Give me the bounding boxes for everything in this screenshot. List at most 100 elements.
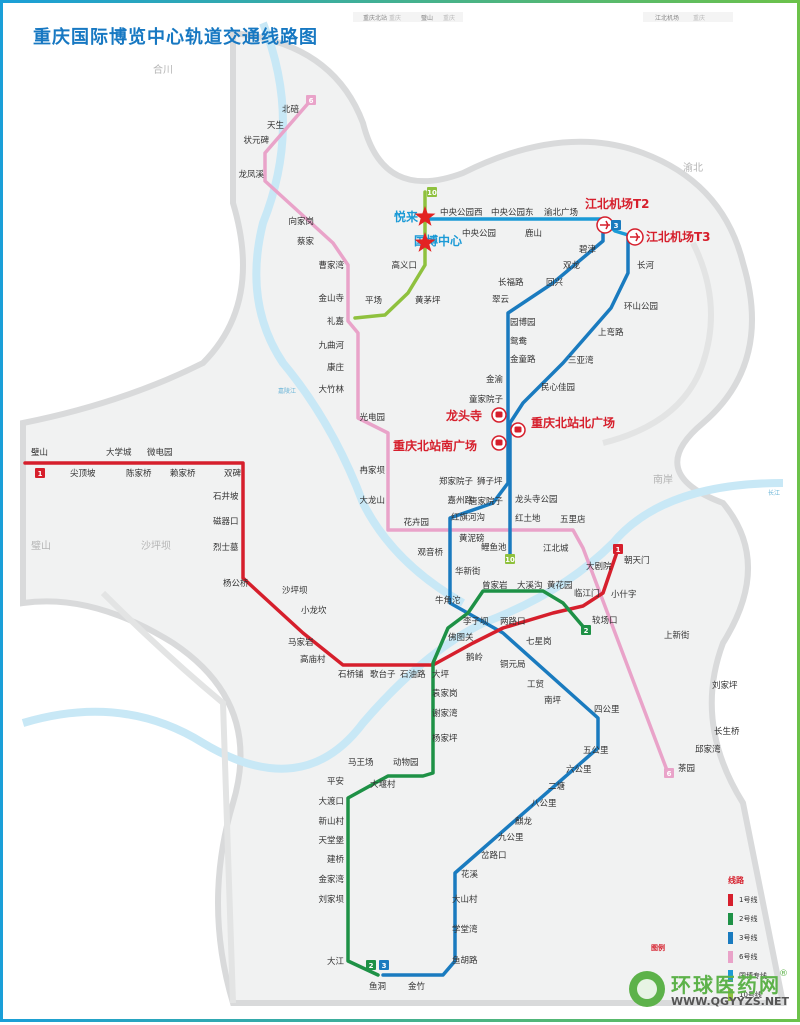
station-label[interactable]: 璧山 — [31, 447, 48, 458]
station-label[interactable]: 马家岩 — [288, 637, 314, 648]
station-label[interactable]: 岔路口 — [481, 850, 507, 861]
station-label[interactable]: 邱家湾 — [695, 744, 721, 755]
station-label[interactable]: 大山村 — [452, 894, 478, 905]
landmark-label[interactable]: 悦来 — [394, 209, 419, 224]
station-label[interactable]: 临江门 — [574, 588, 600, 599]
station-label[interactable]: 状元碑 — [243, 135, 269, 146]
station-label[interactable]: 康庄 — [327, 362, 345, 373]
station-label[interactable]: 刘家坪 — [712, 680, 738, 691]
landmark-label[interactable]: 重庆北站南广场 — [393, 438, 477, 453]
station-label[interactable]: 三亚湾 — [568, 355, 594, 366]
station-label[interactable]: 九曲河 — [318, 340, 344, 351]
station-label[interactable]: 大江 — [327, 956, 345, 967]
station-label[interactable]: 石桥铺 — [338, 669, 364, 680]
station-label[interactable]: 江北城 — [543, 544, 569, 554]
station-label[interactable]: 小龙坎 — [301, 605, 327, 616]
station-label[interactable]: 金山寺 — [318, 293, 344, 304]
station-label[interactable]: 较场口 — [592, 615, 618, 626]
landmark-label[interactable]: 重庆北站北广场 — [531, 415, 615, 430]
station-label[interactable]: 向家岗 — [288, 216, 314, 227]
station-label[interactable]: 环山公园 — [624, 301, 658, 312]
station-label[interactable]: 中央公园东 — [491, 207, 534, 218]
station-label[interactable]: 嘉州路 — [447, 495, 473, 506]
station-label[interactable]: 上弯路 — [598, 327, 624, 338]
station-label[interactable]: 建桥 — [327, 854, 345, 865]
station-label[interactable]: 天生 — [267, 120, 285, 131]
station-label[interactable]: 郑家院子 — [439, 476, 474, 487]
station-label[interactable]: 新山村 — [318, 816, 344, 827]
station-label[interactable]: 谢家湾 — [432, 708, 458, 719]
station-label[interactable]: 微电园 — [147, 447, 173, 458]
station-label[interactable]: 鱼洞 — [369, 981, 386, 992]
station-label[interactable]: 蔡家 — [297, 236, 315, 247]
station-label[interactable]: 唐家院子 — [469, 496, 504, 507]
station-label[interactable]: 四公里 — [594, 705, 620, 715]
station-label[interactable]: 翠云 — [492, 295, 510, 305]
station-label[interactable]: 五里店 — [560, 514, 586, 525]
landmark-label[interactable]: 江北机场T3 — [646, 229, 711, 244]
station-label[interactable]: 石油路 — [400, 669, 426, 680]
station-label[interactable]: 黄茅坪 — [415, 295, 441, 306]
station-label[interactable]: 大竹林 — [318, 384, 344, 395]
station-label[interactable]: 磁器口 — [213, 516, 239, 527]
station-label[interactable]: 六公里 — [566, 764, 592, 775]
station-label[interactable]: 朝天门 — [624, 555, 650, 566]
station-label[interactable]: 袁家岗 — [432, 688, 458, 699]
station-label[interactable]: 红旗河沟 — [451, 512, 485, 523]
station-label[interactable]: 曾家岩 — [482, 580, 508, 591]
station-label[interactable]: 金竹 — [408, 981, 426, 992]
station-label[interactable]: 狮子坪 — [477, 477, 503, 487]
station-label[interactable]: 黄泥磅 — [459, 533, 485, 544]
station-label[interactable]: 小什字 — [611, 589, 637, 600]
station-label[interactable]: 李子坝 — [463, 616, 489, 627]
station-label[interactable]: 冉家坝 — [359, 465, 385, 476]
station-label[interactable]: 长福路 — [498, 277, 524, 288]
station-label[interactable]: 民心佳园 — [541, 382, 575, 393]
station-label[interactable]: 花溪 — [461, 869, 479, 880]
station-label[interactable]: 金童路 — [510, 354, 536, 365]
station-label[interactable]: 长生桥 — [714, 726, 740, 737]
station-label[interactable]: 赖家桥 — [170, 468, 196, 479]
station-label[interactable]: 大坪 — [432, 669, 450, 680]
station-label[interactable]: 麒龙 — [515, 816, 533, 827]
station-label[interactable]: 中央公园西 — [440, 207, 483, 218]
station-label[interactable]: 高庙村 — [300, 654, 326, 665]
station-label[interactable]: 大剧院 — [586, 561, 612, 572]
station-label[interactable]: 龙凤溪 — [238, 169, 264, 180]
station-label[interactable]: 鸳鸯 — [510, 336, 528, 347]
station-label[interactable]: 光电园 — [359, 412, 385, 423]
station-label[interactable]: 双龙 — [563, 260, 581, 271]
station-label[interactable]: 双碑 — [224, 468, 242, 479]
station-label[interactable]: 长河 — [637, 260, 655, 271]
station-label[interactable]: 礼嘉 — [327, 316, 344, 327]
station-label[interactable]: 回兴 — [546, 278, 564, 288]
station-label[interactable]: 学堂湾 — [452, 924, 478, 935]
station-label[interactable]: 刘家坝 — [318, 894, 344, 905]
station-label[interactable]: 铜元局 — [500, 659, 526, 670]
station-label[interactable]: 尖顶坡 — [70, 468, 96, 479]
station-label[interactable]: 天堂堡 — [318, 835, 344, 846]
landmark-label[interactable]: 江北机场T2 — [585, 196, 650, 211]
station-label[interactable]: 园博园 — [510, 317, 536, 328]
station-label[interactable]: 八公里 — [531, 799, 557, 809]
station-label[interactable]: 鱼胡路 — [452, 955, 478, 966]
station-label[interactable]: 金家湾 — [318, 874, 344, 885]
station-label[interactable]: 茶园 — [678, 763, 695, 774]
station-label[interactable]: 杨公桥 — [223, 578, 249, 589]
landmark-label[interactable]: 龙头寺 — [446, 408, 482, 423]
station-label[interactable]: 大堰村 — [370, 779, 396, 790]
station-label[interactable]: 金渝 — [486, 374, 504, 385]
station-label[interactable]: 北碚 — [282, 104, 300, 115]
station-label[interactable]: 动物园 — [393, 757, 419, 768]
station-label[interactable]: 九公里 — [498, 833, 524, 843]
station-label[interactable]: 石井坡 — [213, 491, 239, 502]
station-label[interactable]: 中央公园 — [462, 228, 496, 239]
station-label[interactable]: 杨家坪 — [432, 733, 458, 744]
station-label[interactable]: 观音桥 — [417, 547, 443, 558]
station-label[interactable]: 碧津 — [579, 244, 597, 255]
station-label[interactable]: 大溪沟 — [517, 580, 543, 591]
station-label[interactable]: 大渡口 — [318, 796, 344, 807]
station-label[interactable]: 二塘 — [548, 781, 566, 792]
station-label[interactable]: 鹅岭 — [466, 652, 484, 663]
station-label[interactable]: 龙头寺公园 — [515, 494, 558, 505]
